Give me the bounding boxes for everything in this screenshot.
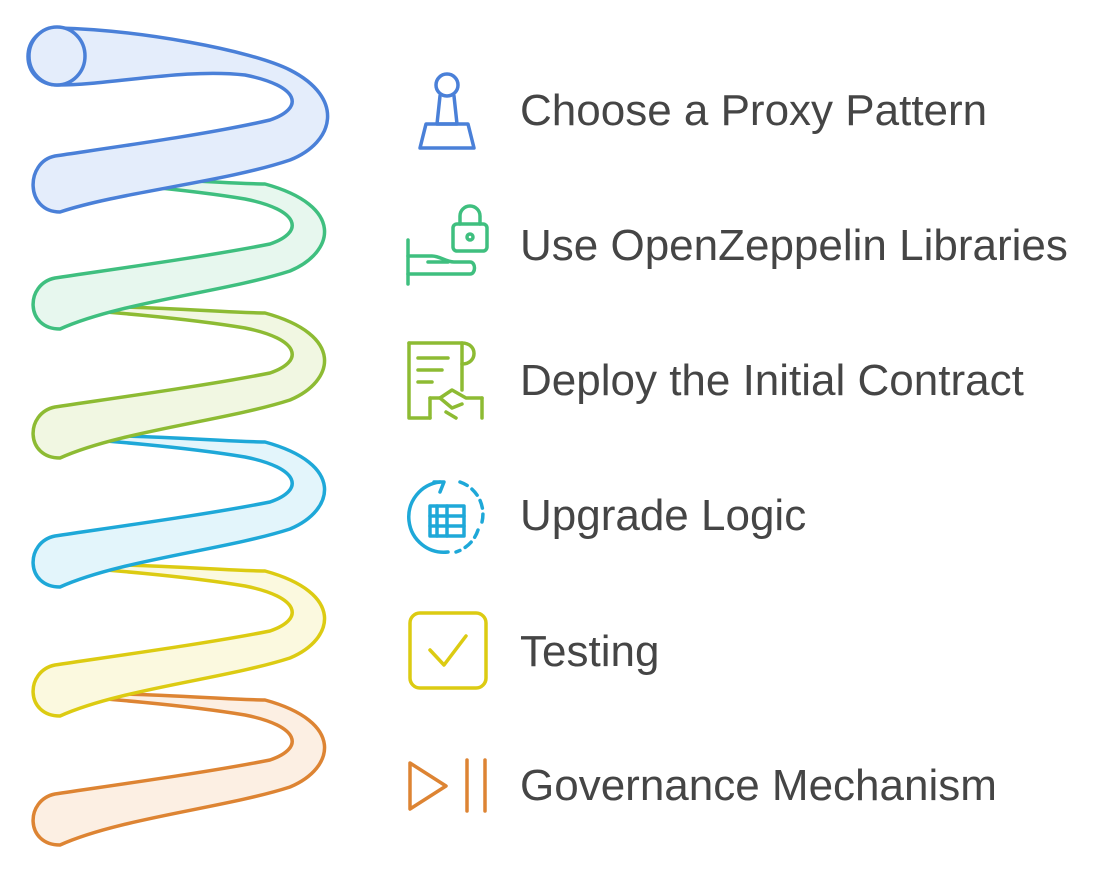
step-label-1: Choose a Proxy Pattern [520, 86, 987, 135]
coil-segment-2 [31, 175, 327, 331]
hand-lock-icon [406, 204, 489, 286]
coil-top-end [27, 25, 87, 87]
refresh-building-icon [407, 480, 485, 554]
spiral-coil [26, 25, 330, 847]
coil-segment-5 [31, 562, 327, 718]
contract-handshake-icon [407, 341, 484, 420]
step-label-6: Governance Mechanism [520, 761, 997, 810]
coil-segment-1 [26, 26, 330, 214]
coil-segment-6 [31, 691, 327, 847]
pawn-icon [418, 72, 476, 150]
coil-segment-4 [31, 433, 327, 589]
checkbox-icon [408, 611, 488, 690]
coil-segment-3 [31, 304, 327, 460]
step-label-3: Deploy the Initial Contract [520, 356, 1024, 405]
play-pause-icon [408, 758, 487, 813]
step-label-5: Testing [520, 627, 659, 676]
step-label-2: Use OpenZeppelin Libraries [520, 221, 1068, 270]
step-label-4: Upgrade Logic [520, 491, 806, 540]
